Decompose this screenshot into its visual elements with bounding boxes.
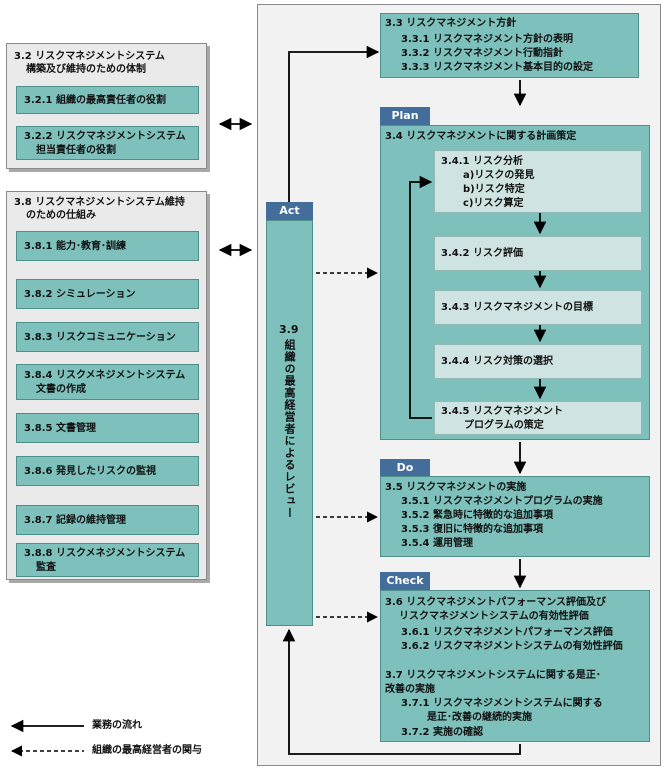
item-label: 3.8.7 記録の維持管理 — [24, 515, 126, 526]
policy-box: 3.3 リスクマネジメント方針 3.3.1 リスクマネジメント方針の表明 3.3… — [380, 13, 639, 78]
act-review-text: 組織の最高経営者によるレビュー — [283, 339, 296, 519]
do-tab: Do — [380, 459, 430, 476]
sub-item-mark: c) — [463, 198, 474, 209]
s372: 3.7.2 実施の確認 — [401, 727, 483, 738]
plan-tab: Plan — [380, 107, 430, 125]
step-title: 3.4.1 リスク分析 — [441, 156, 523, 167]
step-title: 3.4.2 リスク評価 — [441, 248, 523, 259]
policy-line-3: 3.3.3 リスクマネジメント基本目的の設定 — [401, 62, 593, 73]
policy-line-1: 3.3.1 リスクマネジメント方針の表明 — [401, 34, 573, 45]
plan-title: 3.4 リスクマネジメントに関する計画策定 — [385, 131, 577, 142]
legend-involvement-label: 組織の最高経営者の関与 — [92, 745, 202, 756]
s371-line1: 3.7.1 リスクマネジメントシステムに関する — [401, 698, 603, 709]
sub-item-text: リスク特定 — [474, 184, 525, 195]
risk-evaluation-step: 3.4.2 リスク評価 — [434, 236, 642, 271]
item-label: 3.8.5 文書管理 — [24, 423, 96, 434]
do-line-4: 3.5.4 運用管理 — [401, 538, 473, 549]
rm-program-step: 3.4.5 リスクマネジメント プログラムの策定 — [434, 401, 642, 435]
maintenance-item-8: 3.8.8 リスクメネジメントシステム 監査 — [16, 543, 199, 577]
do-box: 3.5 リスクマネジメントの実施 3.5.1 リスクマネジメントプログラムの実施… — [380, 476, 650, 557]
system-maintenance-panel: 3.8 リスクマネジメントシステム維持 のための仕組み 3.8.1 能力･教育･… — [6, 191, 207, 580]
panel-title-line1: 3.8 リスクマネジメントシステム維持 — [14, 197, 185, 208]
item-label: 3.8.3 リスクコミュニケーション — [24, 332, 176, 343]
policy-title: 3.3 リスクマネジメント方針 — [385, 18, 517, 29]
item-label: 3.8.6 発見したリスクの監視 — [24, 466, 156, 477]
s36-line1: 3.6 リスクマネジメントパフォーマンス評価及び — [385, 597, 606, 608]
step-title-line1: 3.4.5 リスクマネジメント — [441, 406, 563, 417]
item-label-line2: 担当責任者の役割 — [36, 145, 116, 156]
maintenance-item-3: 3.8.3 リスクコミュニケーション — [16, 322, 199, 352]
maintenance-item-2: 3.8.2 シミュレーション — [16, 279, 199, 309]
program-feedback-arrow — [409, 175, 433, 419]
item-label-line1: 3.2.2 リスクマネジメントシステム — [24, 131, 186, 142]
legend-flow-label: 業務の流れ — [92, 720, 142, 731]
sub-item-mark: a) — [463, 170, 475, 181]
sub-item-b: b)リスク特定 — [463, 183, 525, 196]
sub-item-mark: b) — [463, 184, 475, 195]
panel-title-line1: 3.2 リスクマネジメントシステム — [14, 51, 165, 62]
act-tab: Act — [266, 202, 313, 220]
system-structure-panel: 3.2 リスクマネジメントシステム 構築及び維持のための体制 3.2.1 組織の… — [6, 43, 207, 169]
sub-item-a: a)リスクの発見 — [463, 169, 534, 182]
do-line-2: 3.5.2 緊急時に特徴的な追加事項 — [401, 510, 553, 521]
check-box: 3.6 リスクマネジメントパフォーマンス評価及び リスクマネジメントシステムの有… — [380, 590, 650, 742]
structure-item-2: 3.2.2 リスクマネジメントシステム 担当責任者の役割 — [16, 126, 199, 160]
step-title-line2: プログラムの策定 — [464, 420, 544, 431]
s361: 3.6.1 リスクマネジメントパフォーマンス評価 — [401, 627, 613, 638]
step-title: 3.4.4 リスク対策の選択 — [441, 356, 553, 367]
act-number: 3.9 — [279, 323, 299, 336]
maintenance-item-5: 3.8.5 文書管理 — [16, 413, 199, 443]
sub-item-text: リスクの発見 — [474, 170, 535, 181]
item-label: 3.8.2 シミュレーション — [24, 289, 136, 300]
item-label-line1: 3.8.8 リスクメネジメントシステム — [24, 548, 186, 559]
maintenance-item-6: 3.8.6 発見したリスクの監視 — [16, 456, 199, 486]
risk-analysis-step: 3.4.1 リスク分析 a)リスクの発見 b)リスク特定 c)リスク算定 — [434, 150, 642, 213]
step-title: 3.4.3 リスクマネジメントの目標 — [441, 302, 593, 313]
s37-line1: 3.7 リスクマネジメントシステムに関する是正･ — [385, 670, 601, 681]
item-label-line2: 監査 — [36, 562, 56, 573]
s36-line2: リスクマネジメントシステムの有効性評価 — [399, 611, 589, 622]
do-line-1: 3.5.1 リスクマネジメントプログラムの実施 — [401, 496, 603, 507]
risk-treatment-step: 3.4.4 リスク対策の選択 — [434, 344, 642, 379]
structure-item-1: 3.2.1 組織の最高責任者の役割 — [16, 86, 199, 114]
sub-item-text: リスク算定 — [473, 198, 524, 209]
maintenance-item-4: 3.8.4 リスクメネジメントシステム 文書の作成 — [16, 364, 199, 400]
s37-line2: 改善の実施 — [385, 684, 435, 695]
check-to-act-arrow — [282, 628, 521, 755]
policy-line-2: 3.3.2 リスクマネジメント行動指針 — [401, 48, 563, 59]
s371-line2: 是正･改善の継続的実施 — [427, 712, 532, 723]
act-review-box: 3.9 組織の最高経営者によるレビュー — [266, 220, 313, 626]
item-label: 3.2.1 組織の最高責任者の役割 — [24, 95, 166, 106]
item-label-line1: 3.8.4 リスクメネジメントシステム — [24, 370, 186, 381]
maintenance-item-1: 3.8.1 能力･教育･訓練 — [16, 231, 199, 261]
do-title: 3.5 リスクマネジメントの実施 — [385, 482, 527, 493]
check-tab: Check — [380, 572, 430, 590]
s362: 3.6.2 リスクマネジメントシステムの有効性評価 — [401, 641, 623, 652]
do-line-3: 3.5.3 復旧に特徴的な追加事項 — [401, 524, 543, 535]
item-label: 3.8.1 能力･教育･訓練 — [24, 241, 126, 252]
panel-title-line2: 構築及び維持のための体制 — [26, 64, 146, 75]
maintenance-item-7: 3.8.7 記録の維持管理 — [16, 505, 199, 535]
item-label-line2: 文書の作成 — [36, 384, 86, 395]
panel-title-line2: のための仕組み — [26, 210, 96, 221]
act-to-policy-arrow — [288, 45, 380, 202]
sub-item-c: c)リスク算定 — [463, 197, 524, 210]
rm-objective-step: 3.4.3 リスクマネジメントの目標 — [434, 290, 642, 325]
